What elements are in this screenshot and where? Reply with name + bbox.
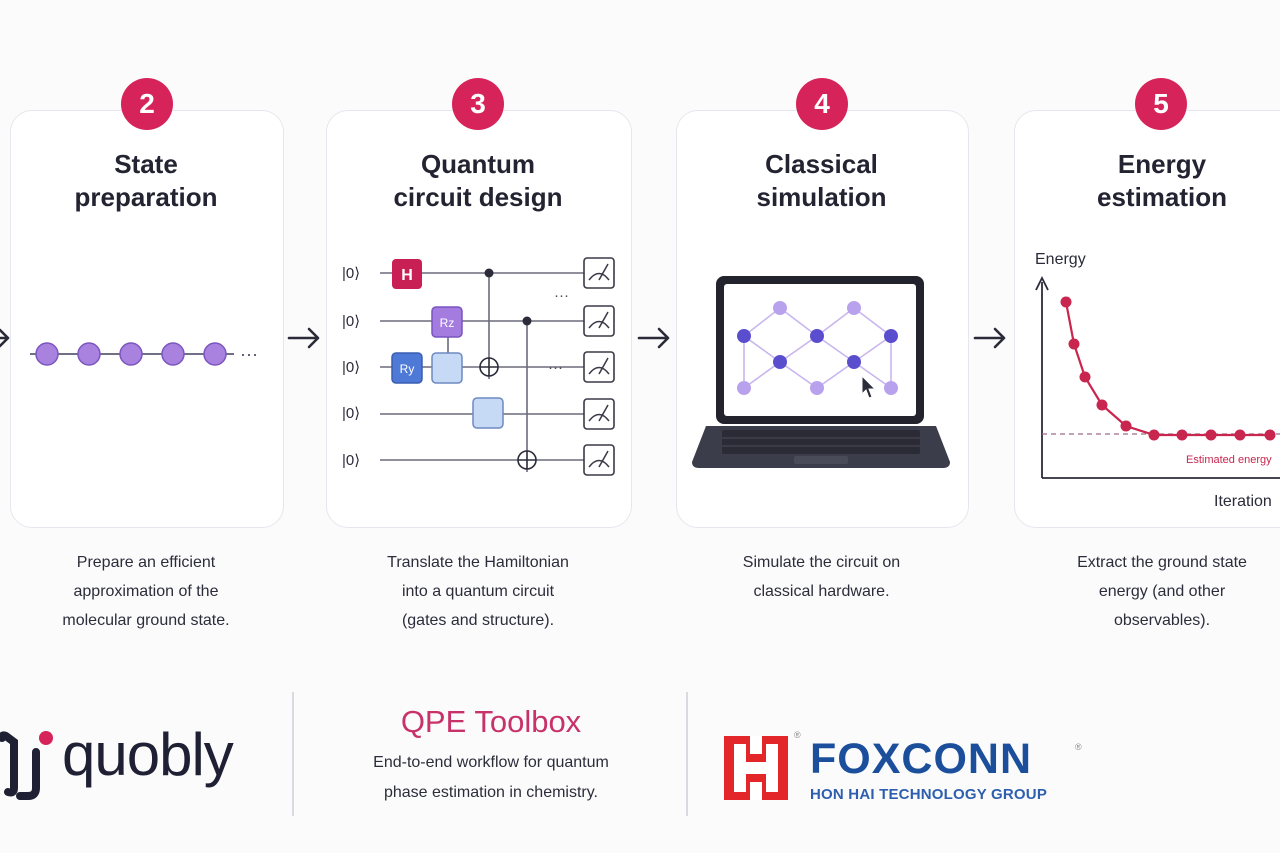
qubit-label: |0⟩	[342, 359, 360, 376]
chain-ellipsis: ···	[240, 344, 258, 364]
measurement-icon	[583, 257, 615, 289]
description-line: molecular ground state.	[62, 612, 230, 629]
qubit-label: |0⟩	[342, 405, 360, 422]
description-line: classical hardware.	[753, 583, 890, 600]
circuit-ellipsis: ···	[548, 359, 563, 376]
registered-mark: ®	[1075, 742, 1082, 752]
measurement-icon	[583, 398, 615, 430]
description-line: Simulate the circuit on	[742, 554, 901, 571]
arrow-right-icon	[973, 327, 1006, 349]
atom-node	[77, 342, 101, 366]
description-line: (gates and structure).	[401, 612, 555, 629]
step-description: Prepare an efficient approximation of th…	[10, 548, 282, 635]
cursor-icon	[861, 374, 877, 399]
step-title-line: circuit design	[393, 182, 563, 212]
atom-node	[35, 342, 59, 366]
subtitle-line: End-to-end workflow for quantum	[373, 754, 609, 771]
step-card-energy-estimation	[1014, 110, 1280, 528]
step-title: Energy estimation	[1014, 148, 1280, 214]
step-title-line: estimation	[1096, 182, 1228, 212]
gate-label: Rz	[440, 316, 455, 330]
step-number-badge: 4	[796, 78, 848, 130]
step-title-line: simulation	[756, 182, 887, 212]
step-card-circuit-design	[326, 110, 632, 528]
step-description: Simulate the circuit on classical hardwa…	[676, 548, 967, 606]
step-number-badge: 5	[1135, 78, 1187, 130]
controlled-gate	[472, 397, 504, 429]
control-dot	[484, 268, 494, 278]
qubit-label: |0⟩	[342, 265, 360, 282]
step-title-line: State	[114, 149, 178, 179]
step-title-line: Classical	[765, 149, 878, 179]
reference-label: Estimated energy	[1186, 454, 1272, 466]
plot-ylabel: Energy	[1035, 251, 1086, 268]
step-title: Classical simulation	[676, 148, 967, 214]
plot-xlabel: Iteration	[1214, 493, 1272, 510]
control-dot	[522, 316, 532, 326]
step-title: State preparation	[10, 148, 282, 214]
controlled-gate	[431, 352, 463, 384]
step-number-badge: 3	[452, 78, 504, 130]
qpe-toolbox-title: QPE Toolbox	[400, 704, 582, 739]
foxconn-wordmark: FOXCONN	[810, 735, 1032, 783]
foxconn-logo-icon	[724, 736, 788, 800]
registered-mark: ®	[794, 730, 801, 740]
atom-node	[161, 342, 185, 366]
foxconn-group-name: HON HAI TECHNOLOGY GROUP	[810, 786, 1048, 803]
step-description: Translate the Hamiltonian into a quantum…	[326, 548, 630, 635]
measurement-icon	[583, 444, 615, 476]
description-line: Translate the Hamiltonian	[387, 554, 569, 571]
step-number-badge: 2	[121, 78, 173, 130]
step-title-line: Energy	[1117, 149, 1207, 179]
arrow-right-icon	[287, 327, 320, 349]
description-line: approximation of the	[73, 583, 219, 600]
laptop-illustration	[692, 276, 950, 468]
subtitle-line: phase estimation in chemistry.	[383, 784, 598, 801]
description-line: observables).	[1113, 612, 1211, 629]
qpe-toolbox-subtitle: End-to-end workflow for quantum phase es…	[318, 748, 664, 808]
quobly-wordmark: quobly	[62, 721, 234, 788]
footer-divider	[686, 692, 688, 816]
step-title: Quantum circuit design	[326, 148, 630, 214]
molecule-chain-illustration: ···	[30, 342, 258, 366]
arrow-right-icon	[0, 328, 10, 348]
laptop-screen	[724, 284, 916, 416]
qubit-label: |0⟩	[342, 452, 360, 469]
rz-gate	[431, 306, 463, 338]
arrow-right-icon	[637, 327, 670, 349]
description-line: energy (and other	[1098, 583, 1226, 600]
step-title-line: Quantum	[420, 149, 536, 179]
step-description: Extract the ground state energy (and oth…	[1014, 548, 1280, 635]
circuit-ellipsis: ···	[554, 287, 569, 304]
energy-convergence-plot: Energy Estimated energy Iteration	[1035, 251, 1280, 510]
atom-node	[203, 342, 227, 366]
description-line: Prepare an efficient	[76, 554, 216, 571]
measurement-icon	[583, 351, 615, 383]
step-card-state-preparation	[10, 110, 284, 528]
gate-label: H	[401, 267, 413, 284]
hadamard-gate	[392, 259, 422, 289]
qubit-label: |0⟩	[342, 313, 360, 330]
atom-node	[119, 342, 143, 366]
step-title-line: preparation	[74, 182, 218, 212]
gate-label: Ry	[400, 362, 415, 376]
description-line: into a quantum circuit	[401, 583, 555, 600]
quobly-logo-icon	[0, 731, 53, 800]
quantum-circuit-illustration: |0⟩ |0⟩ |0⟩ |0⟩ |0⟩ H Rz Ry ··· ···	[342, 257, 615, 476]
ry-gate	[391, 352, 423, 384]
measurement-icon	[583, 305, 615, 337]
footer-divider	[292, 692, 294, 816]
description-line: Extract the ground state	[1077, 554, 1247, 571]
